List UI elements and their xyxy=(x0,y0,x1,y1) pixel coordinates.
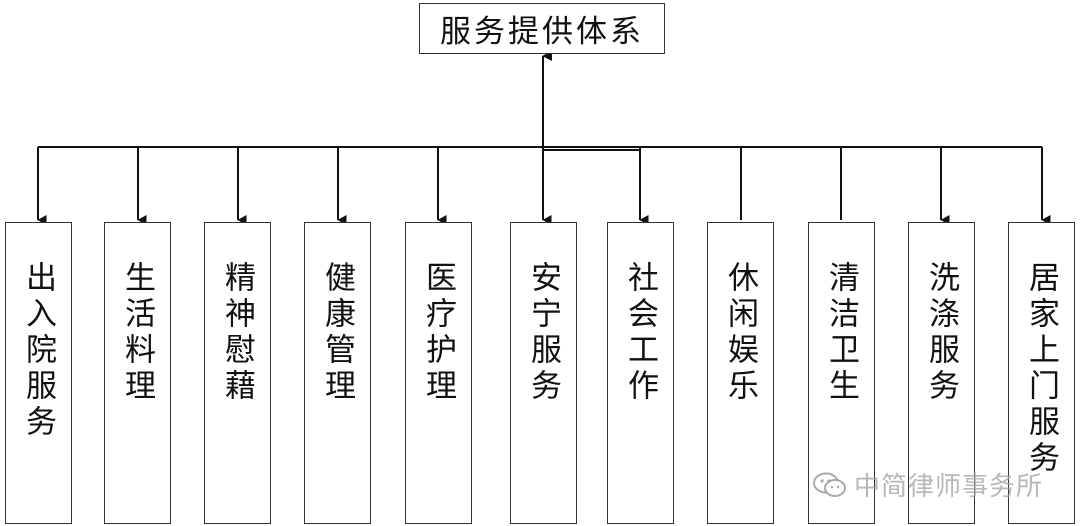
child-node-label: 休闲娱乐 xyxy=(722,261,758,405)
child-node-label: 精神慰藉 xyxy=(219,261,255,405)
child-node-discharge: 出入院服务 xyxy=(5,222,72,524)
child-node-label: 出入院服务 xyxy=(20,261,56,441)
child-node-leisure: 休闲娱乐 xyxy=(707,222,774,524)
root-node-box: 服务提供体系 xyxy=(419,3,665,54)
child-node-label: 安宁服务 xyxy=(525,261,561,405)
child-node-home-visit: 居家上门服务 xyxy=(1008,222,1075,524)
child-node-medical-nursing: 医疗护理 xyxy=(405,222,472,524)
child-node-label: 生活料理 xyxy=(119,261,155,405)
child-node-spiritual-comfort: 精神慰藉 xyxy=(204,222,271,524)
child-node-label: 清洁卫生 xyxy=(823,261,859,405)
child-node-daily-care: 生活料理 xyxy=(104,222,171,524)
child-node-cleaning: 清洁卫生 xyxy=(808,222,875,524)
child-node-label: 健康管理 xyxy=(319,261,355,405)
child-node-label: 居家上门服务 xyxy=(1023,261,1059,477)
child-node-label: 洗涤服务 xyxy=(923,261,959,405)
root-node-label: 服务提供体系 xyxy=(440,14,644,50)
child-node-label: 社会工作 xyxy=(622,261,658,405)
child-node-health-management: 健康管理 xyxy=(304,222,371,524)
child-node-laundry: 洗涤服务 xyxy=(908,222,975,524)
child-node-label: 医疗护理 xyxy=(420,261,456,405)
child-node-hospice: 安宁服务 xyxy=(510,222,577,524)
child-node-social-work: 社会工作 xyxy=(607,222,674,524)
